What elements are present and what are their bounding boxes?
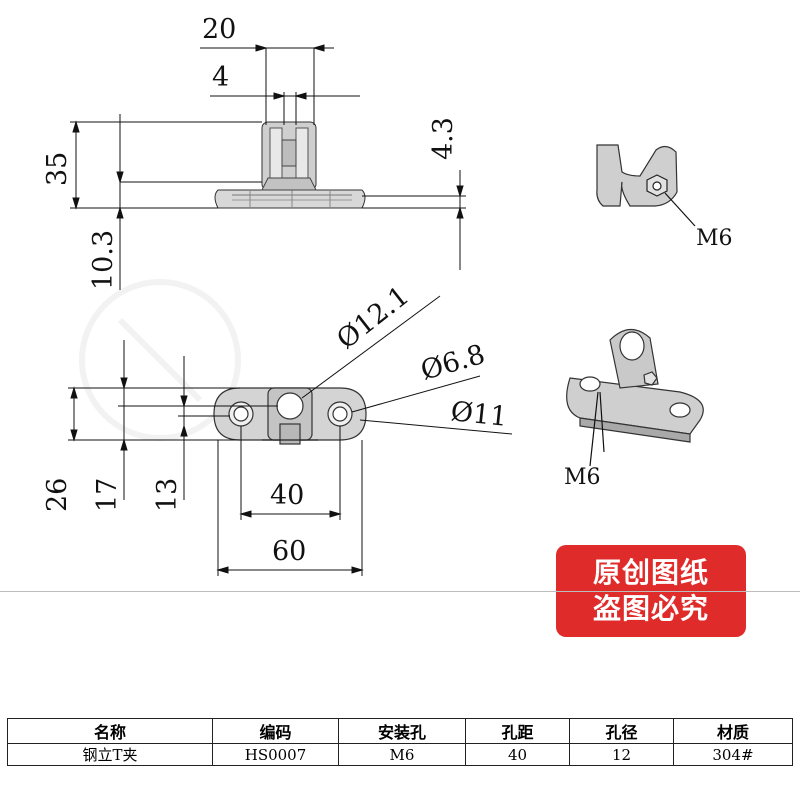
dim-pitch-40: 40 <box>270 480 304 511</box>
label-m6-side: M6 <box>696 226 733 251</box>
front-view <box>214 121 366 209</box>
dim-height-35: 35 <box>42 152 73 186</box>
spec-header-row: 名称 编码 安装孔 孔距 孔径 材质 <box>7 718 793 744</box>
dim-top-width-20: 20 <box>202 14 236 45</box>
separator-line <box>0 591 800 592</box>
cell-name: 钢立T夹 <box>7 743 213 766</box>
cell-code: HS0007 <box>212 743 339 766</box>
dim-height-13: 13 <box>152 478 183 512</box>
dim-slot-4: 4 <box>212 62 229 93</box>
top-dimension-lines <box>68 295 513 576</box>
dim-dia-12-1: Ø12.1 <box>331 280 415 355</box>
dim-height-17: 17 <box>92 478 123 512</box>
cell-material: 304# <box>673 743 793 766</box>
header-name: 名称 <box>7 718 213 744</box>
isometric-view <box>566 328 704 467</box>
dim-dia-6-8: Ø6.8 <box>417 339 488 387</box>
header-code: 编码 <box>212 718 339 744</box>
dim-height-26: 26 <box>42 478 73 512</box>
label-m6-iso: M6 <box>564 465 601 490</box>
cell-hole-dia: 12 <box>569 743 674 766</box>
cell-hole-pitch: 40 <box>465 743 570 766</box>
spec-data-row: 钢立T夹 HS0007 M6 40 12 304# <box>7 743 793 766</box>
header-mount-hole: 安装孔 <box>338 718 466 744</box>
side-view <box>596 144 696 227</box>
header-material: 材质 <box>673 718 793 744</box>
dim-length-60: 60 <box>272 536 306 567</box>
stamp-line-1: 原创图纸 <box>592 556 709 589</box>
cell-mount-hole: M6 <box>338 743 466 766</box>
watermark <box>79 279 241 441</box>
stamp-line-2: 盗图必究 <box>592 592 709 625</box>
top-view <box>213 387 367 445</box>
dim-height-10-3: 10.3 <box>88 230 119 290</box>
dim-dia-11: Ø11 <box>449 396 508 433</box>
header-hole-dia: 孔径 <box>569 718 674 744</box>
spec-table: 名称 编码 安装孔 孔距 孔径 材质 钢立T夹 HS0007 M6 40 12 … <box>7 718 793 766</box>
front-dimension-lines <box>70 44 466 290</box>
header-hole-pitch: 孔距 <box>465 718 570 744</box>
dim-height-4-3: 4.3 <box>428 117 459 160</box>
